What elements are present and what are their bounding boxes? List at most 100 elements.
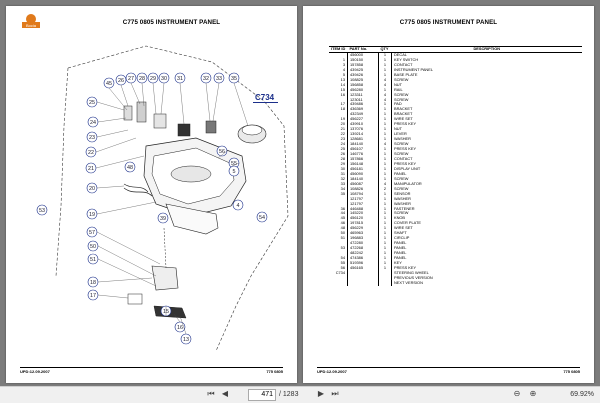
cell-description: WASHER — [391, 136, 582, 143]
cell-item-id: 33 — [340, 180, 345, 186]
parts-row: NEXT VERSION — [329, 280, 582, 286]
cell-qty: 1 — [378, 220, 392, 227]
pdf-viewport[interactable]: Bocia C775 0805 INSTRUMENT PANEL — [0, 0, 600, 386]
cell-qty: 1 — [378, 87, 392, 93]
cell-qty: 1 — [378, 250, 392, 257]
callout-tag-steering-wheel: C734 — [255, 93, 275, 102]
last-page-button[interactable]: ⏭ — [331, 389, 339, 398]
svg-text:32: 32 — [203, 76, 209, 82]
svg-text:5: 5 — [233, 169, 236, 175]
cell-part-no — [347, 280, 379, 286]
svg-text:22: 22 — [88, 150, 94, 156]
cell-description: WIRE SET — [391, 116, 582, 123]
page-number-input[interactable]: 471 — [248, 389, 276, 401]
cell-qty: 1 — [378, 211, 392, 217]
cell-part-no: 108794 — [347, 191, 379, 197]
callout-53: 53 — [36, 204, 48, 216]
cell-part-no: 108826 — [347, 186, 379, 192]
zoom-level[interactable]: 69.92% — [570, 391, 594, 398]
cell-qty: 1 — [378, 255, 392, 261]
cell-item-id: 44 — [340, 210, 345, 216]
svg-text:23: 23 — [89, 135, 95, 141]
callout-16: 16 — [174, 321, 186, 333]
cell-part-no: 150150 — [347, 57, 379, 63]
cell-part-no: 519396 — [347, 260, 379, 266]
cell-description: KEY SWITCH — [391, 57, 582, 63]
cell-qty: 1 — [378, 57, 392, 63]
cell-item-id: 19 — [340, 116, 345, 122]
cell-item-id: 48 — [340, 225, 345, 231]
callout-17: 17 — [87, 289, 99, 301]
cell-qty: 1 — [378, 131, 392, 138]
cell-part-no: 439425 — [347, 67, 379, 73]
cell-item-id: 13 — [340, 76, 345, 82]
cell-description: LEVER — [391, 131, 582, 138]
cell-qty: 4 — [378, 82, 392, 88]
cell-part-no: 184140 — [347, 141, 379, 148]
cell-qty: 1 — [378, 235, 392, 242]
cell-description: WIRE SET — [391, 225, 582, 232]
cell-part-no: 128681 — [347, 136, 379, 143]
cell-qty: 1 — [378, 206, 392, 212]
cell-qty: 1 — [378, 191, 392, 197]
svg-text:20: 20 — [89, 186, 95, 192]
cell-part-no: 456229 — [347, 225, 379, 232]
cell-qty: 1 — [378, 67, 392, 73]
callout-21: 21 — [85, 162, 97, 174]
callout-20: 20 — [86, 182, 98, 194]
cell-description: CIRCLIP — [391, 235, 582, 242]
cell-part-no: 474386 — [347, 255, 379, 261]
cell-description: SHAFT — [391, 230, 582, 237]
svg-text:28: 28 — [139, 76, 145, 82]
cell-part-no: 456000 — [347, 52, 379, 58]
cell-description: PRESS KEY — [391, 121, 582, 128]
parts-table-header: ITEM ID PART No. QTY DESCRIPTION — [329, 46, 582, 53]
cell-part-no: 156148 — [347, 161, 379, 167]
cell-part-no: 456181 — [347, 166, 379, 172]
cell-part-no: 108825 — [347, 77, 379, 83]
first-page-button[interactable]: ⏮ — [207, 389, 215, 398]
svg-text:18: 18 — [90, 280, 96, 286]
callout-29: 29 — [147, 72, 159, 84]
next-page-button[interactable]: ▶ — [317, 389, 325, 398]
cell-part-no: 123011 — [347, 97, 379, 103]
parts-row: PREVIOUS VERSION — [329, 275, 582, 281]
cell-description: STEERING WHEEL — [391, 270, 582, 276]
cell-description: KEY — [391, 260, 582, 266]
cell-item-id: 23 — [340, 136, 345, 142]
prev-page-button[interactable]: ◀ — [221, 389, 229, 398]
zoom-in-icon[interactable]: ⊕ — [529, 389, 537, 398]
callout-23: 23 — [86, 131, 98, 143]
cell-item-id: 24 — [340, 141, 345, 147]
callout-35: 35 — [228, 72, 240, 84]
footer-catalog-code: 775 0805 — [563, 369, 580, 374]
cell-qty: 1 — [378, 126, 392, 133]
cell-item-id: 21 — [340, 126, 345, 132]
svg-text:25: 25 — [89, 100, 95, 106]
cell-item-id: 16 — [340, 91, 345, 97]
brand-logo-text: Bocia — [26, 23, 37, 28]
callout-25: 25 — [86, 96, 98, 108]
cell-qty: 1 — [378, 265, 392, 271]
zoom-out-icon[interactable]: ⊖ — [513, 389, 521, 398]
callout-48: 48 — [124, 161, 136, 173]
cell-qty: 1 — [378, 151, 392, 157]
callout-30: 30 — [158, 72, 170, 84]
cell-item-id: 25 — [340, 146, 345, 152]
svg-text:27: 27 — [128, 76, 134, 82]
svg-text:51: 51 — [90, 257, 96, 263]
cell-description: PRESS KEY — [391, 146, 582, 153]
cell-description: PANEL — [391, 255, 582, 261]
cell-qty: 4 — [378, 92, 392, 98]
